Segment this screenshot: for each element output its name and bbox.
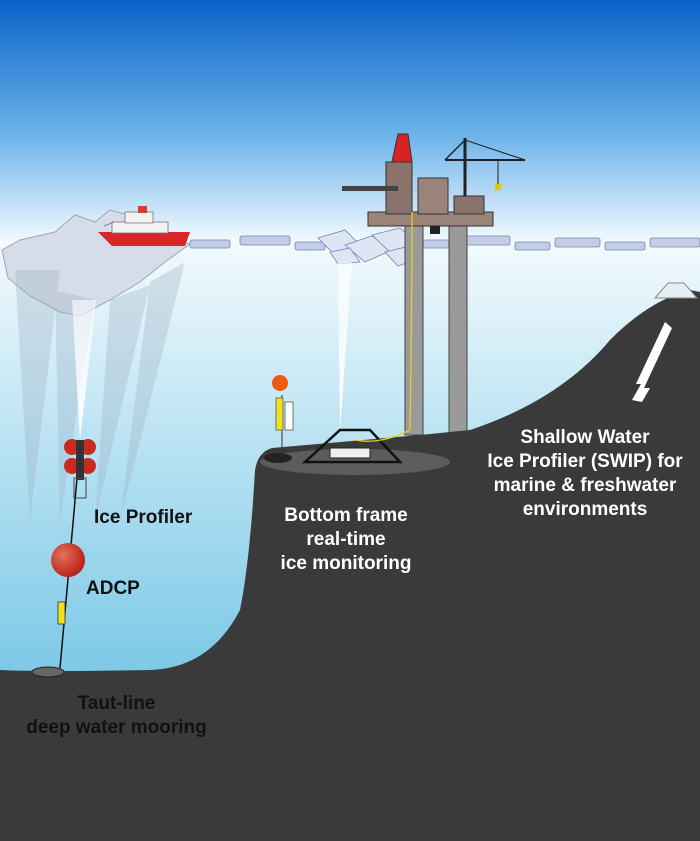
label-taut-line-1: Taut-line — [77, 693, 156, 714]
ice-floes — [189, 235, 700, 251]
seabed — [0, 290, 700, 841]
label-bottom-frame: Bottom frame real-time ice monitoring — [262, 504, 430, 576]
taut-line-mooring — [31, 439, 96, 678]
label-swip-2: Ice Profiler (SWIP) for — [487, 451, 683, 472]
label-swip-1: Shallow Water — [520, 427, 650, 448]
crushed-ice — [317, 227, 421, 267]
label-swip-3: marine & freshwater — [493, 475, 677, 496]
label-taut-line: Taut-line deep water mooring — [14, 692, 219, 740]
bottom-frame-beam — [338, 262, 352, 432]
sonar-fan — [15, 262, 185, 520]
label-swip-4: environments — [522, 499, 648, 520]
label-adcp: ADCP — [86, 578, 140, 599]
label-taut-line-2: deep water mooring — [26, 717, 207, 738]
label-bottom-frame-3: ice monitoring — [280, 553, 412, 574]
oil-platform — [342, 133, 526, 436]
bottom-frame — [260, 211, 450, 475]
swip-arrow — [632, 322, 672, 402]
sky — [0, 0, 700, 250]
label-bottom-frame-2: real-time — [306, 529, 386, 550]
label-swip: Shallow Water Ice Profiler (SWIP) for ma… — [474, 426, 696, 522]
label-bottom-frame-1: Bottom frame — [284, 505, 408, 526]
icebreaker-ship — [98, 206, 190, 246]
label-ice-profiler: Ice Profiler — [94, 507, 193, 528]
sonar-beam — [72, 300, 96, 440]
swip-instrument — [632, 282, 699, 402]
